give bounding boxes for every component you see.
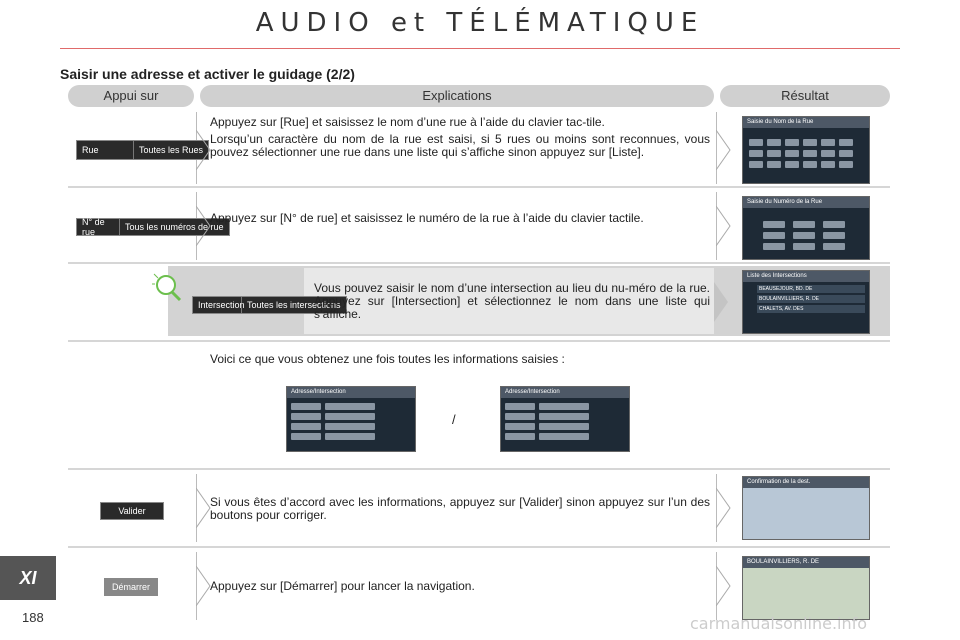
row-divider xyxy=(68,340,890,342)
chevron-right-icon xyxy=(716,206,731,246)
intersection-button: Intersection xyxy=(193,297,245,313)
page-header-title: AUDIO et TÉLÉMATIQUE xyxy=(255,8,705,38)
chevron-right-icon xyxy=(716,130,731,170)
paragraph: Appuyez sur [N° de rue] et saisissez le … xyxy=(210,211,644,225)
column-header-press: Appui sur xyxy=(68,85,194,107)
paragraph: Appuyez sur [Démarrer] pour lancer la na… xyxy=(210,579,475,593)
column-divider xyxy=(196,552,197,620)
all-street-numbers-button: Tous les numéros de rue xyxy=(125,222,224,232)
all-streets-button: Toutes les Rues xyxy=(139,145,204,155)
screen-title: BOULAINVILLIERS, R. DE xyxy=(743,557,869,568)
row-explanation: Appuyez sur [N° de rue] et saisissez le … xyxy=(210,212,710,229)
street-number-screenshot: Saisie du Numéro de la Rue xyxy=(742,196,870,260)
header-divider xyxy=(60,48,900,49)
chevron-right-icon xyxy=(714,282,728,322)
start-button: Démarrer xyxy=(104,578,158,596)
list-item: BEAUSEJOUR, BD. DE xyxy=(757,285,865,293)
separator-slash: / xyxy=(452,412,456,427)
row-divider xyxy=(68,262,890,264)
screen-title: Saisie du Nom de la Rue xyxy=(743,117,869,128)
list-item: CHALETS, AV. DES xyxy=(757,305,865,313)
screen-title: Confirmation de la dest. xyxy=(743,477,869,488)
all-intersections-button: Toutes les intersections xyxy=(247,300,341,310)
screen-title: Adresse/Intersection xyxy=(501,387,629,398)
chevron-right-icon xyxy=(196,206,211,246)
paragraph: Si vous êtes d’accord avec les informati… xyxy=(210,495,710,522)
chevron-right-icon xyxy=(716,488,731,528)
street-number-button: N° de rue xyxy=(77,217,120,237)
chevron-right-icon xyxy=(196,566,211,606)
page-number: 188 xyxy=(22,610,44,625)
column-divider xyxy=(716,552,717,620)
column-divider xyxy=(716,474,717,542)
list-item: BOULAINVILLIERS, R. DE xyxy=(757,295,865,303)
screen-title: Saisie du Numéro de la Rue xyxy=(743,197,869,208)
row-explanation: Vous pouvez saisir le nom d’une intersec… xyxy=(314,282,710,325)
street-buttons: Rue Toutes les Rues xyxy=(76,140,210,160)
paragraph: Vous pouvez saisir le nom d’une intersec… xyxy=(314,281,710,321)
start-button-label: Démarrer xyxy=(111,582,150,592)
chevron-right-icon xyxy=(196,488,211,528)
street-number-buttons: N° de rue Tous les numéros de rue xyxy=(76,217,230,237)
street-button: Rue xyxy=(77,141,134,159)
screen-title: Adresse/Intersection xyxy=(287,387,415,398)
intersection-list: BEAUSEJOUR, BD. DE BOULAINVILLIERS, R. D… xyxy=(757,285,865,313)
screen-title: Liste des Intersections xyxy=(743,271,869,282)
chevron-right-icon xyxy=(196,130,211,170)
row-explanation: Appuyez sur [Rue] et saisissez le nom d’… xyxy=(210,116,710,163)
street-keyboard-screenshot: Saisie du Nom de la Rue xyxy=(742,116,870,184)
column-header-result: Résultat xyxy=(720,85,890,107)
intersection-list-screenshot: Liste des Intersections BEAUSEJOUR, BD. … xyxy=(742,270,870,334)
validate-button: Valider xyxy=(100,502,164,520)
row-divider xyxy=(68,186,890,188)
validate-button-label: Valider xyxy=(118,506,146,516)
column-divider xyxy=(716,192,717,260)
magnifier-icon xyxy=(152,273,182,302)
column-divider xyxy=(716,112,717,184)
column-header-explanations: Explications xyxy=(200,85,714,107)
intersection-summary-screenshot: Adresse/Intersection xyxy=(500,386,630,452)
column-divider xyxy=(196,474,197,542)
watermark: carmanualsonline.info xyxy=(690,614,868,633)
navigation-map-screenshot: BOULAINVILLIERS, R. DE xyxy=(742,556,870,620)
section-title: Saisir une adresse et activer le guidage… xyxy=(60,66,355,82)
row-divider xyxy=(68,468,890,470)
row-explanation: Si vous êtes d’accord avec les informati… xyxy=(210,496,710,526)
intersection-buttons: Intersection Toutes les intersections xyxy=(192,296,347,314)
chapter-tab: XI xyxy=(0,556,56,600)
row-explanation: Appuyez sur [Démarrer] pour lancer la na… xyxy=(210,580,710,597)
tip-bubble xyxy=(304,268,714,334)
address-summary-screenshot: Adresse/Intersection xyxy=(286,386,416,452)
destination-confirmation-screenshot: Confirmation de la dest. xyxy=(742,476,870,540)
paragraph: Lorsqu’un caractère du nom de la rue est… xyxy=(210,132,710,159)
row-divider xyxy=(68,546,890,548)
paragraph: Appuyez sur [Rue] et saisissez le nom d’… xyxy=(210,115,605,129)
summary-text: Voici ce que vous obtenez une fois toute… xyxy=(210,352,565,366)
chevron-right-icon xyxy=(716,566,731,606)
